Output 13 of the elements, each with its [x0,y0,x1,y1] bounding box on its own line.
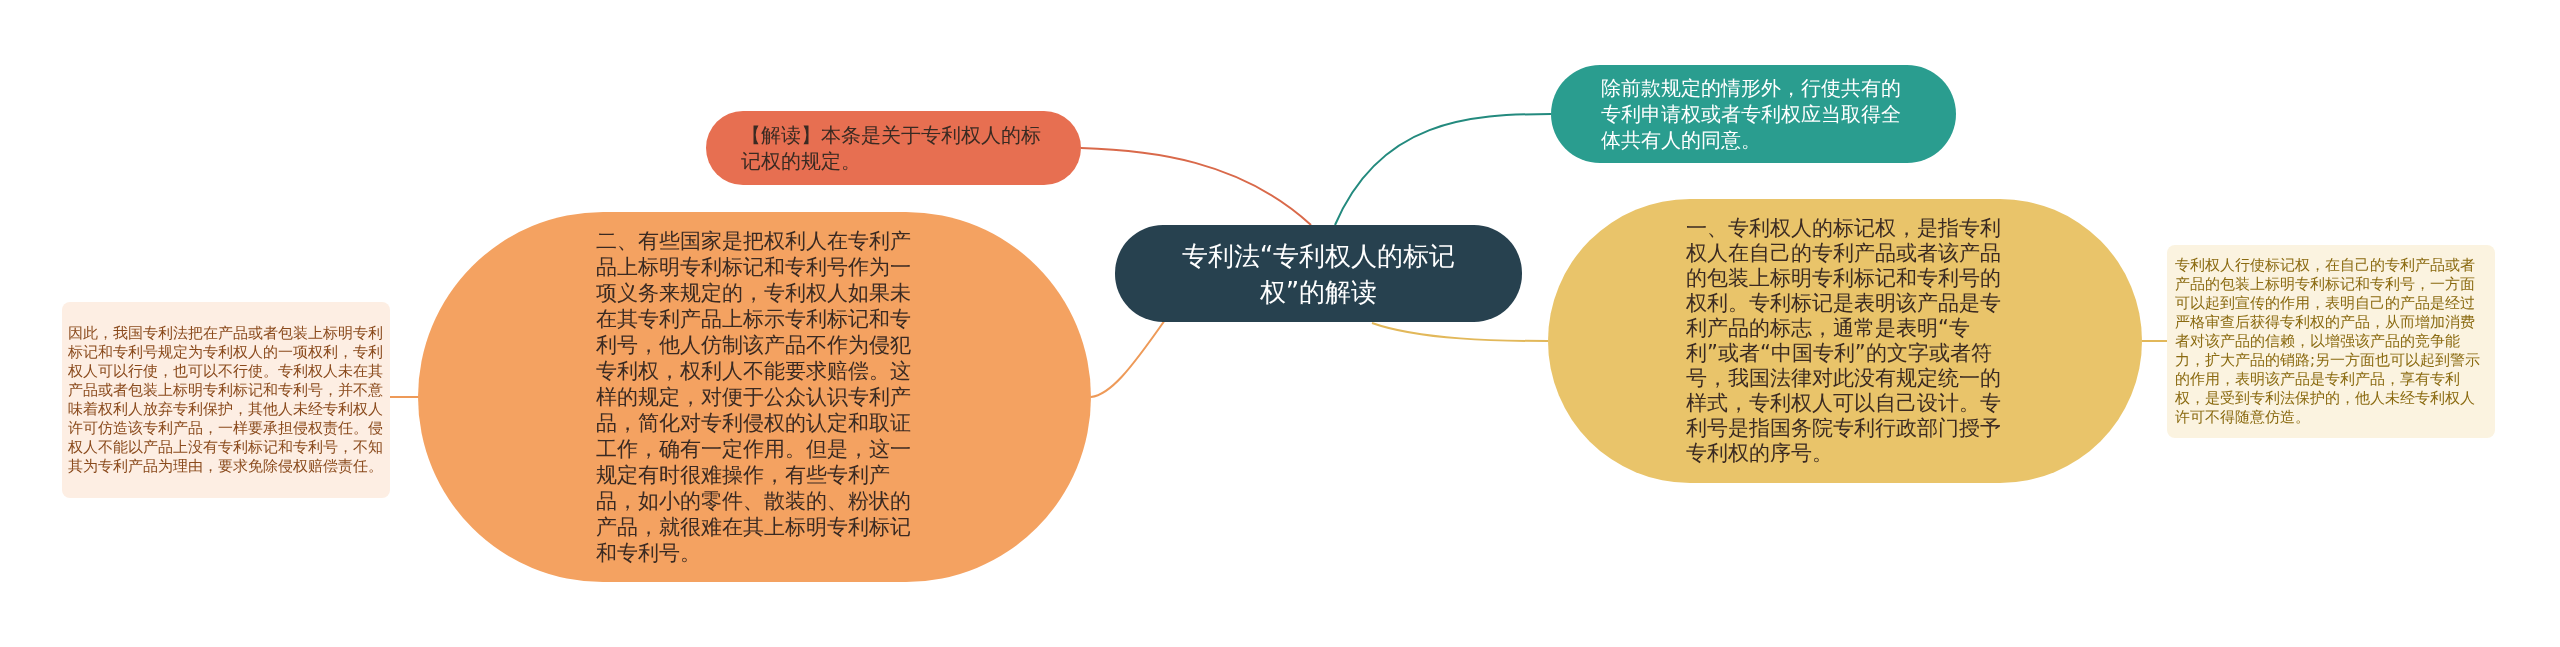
topic-box: 【解读】本条是关于专利权人的标记权的规定。 [706,111,1081,185]
connector-line [1080,147,1312,226]
topic-box: 二、有些国家是把权利人在专利产品上标明专利标记和专利号作为一项义务来规定的，专利权人如果未在其专利产品上标示专利标记和专利号，他人仿制该产品不作为侵犯专利权，权利人不能要求赔偿。这样的规定，对便于公众认识专利产品，简化对专利侵权的认定和取证工作，确有一定作用。但是，这一规定有时很难操作，有些专利产品，如小的零件、散装的、粉状的产品，就很难在其上标明专利标记和专利号。 [418,212,1091,582]
note-box: 专利权人行使标记权，在自己的专利产品或者产品的包装上标明专利标记和专利号，一方面可以起到宣传的作用，表明自己的产品是经过严格审查后获得专利权的产品，从而增加消费者对该产品的信赖，以增强该产品的竞争能力，扩大产品的销路;另一方面也可以起到警示的作用，表明该产品是专利产品，享有专利权，是受到专利法保护的，他人未经专利权人许可不得随意仿造。 [2167,245,2495,438]
connector-line [2141,340,2168,342]
connector-line [389,396,420,398]
central-topic-box: 专利法“专利权人的标记权”的解读 [1115,225,1522,322]
note-box: 因此，我国专利法把在产品或者包装上标明专利标记和专利号规定为专利权人的一项权利，专利权人可以行使，也可以不行使。专利权人未在其产品或者包装上标明专利标记和专利号，并不意味着权利人放弃专利保护，其他人未经专利权人许可仿造该专利产品，一样要承担侵权责任。侵权人不能以产品上没有专利标记和专利号，不知其为专利产品为理由，要求免除侵权赔偿责任。 [62,302,390,498]
connector-line [1090,319,1166,398]
topic-box: 除前款规定的情形外，行使共有的专利申请权或者专利权应当取得全体共有人的同意。 [1551,65,1956,163]
connector-line [1334,113,1552,226]
connector-line [1371,322,1549,342]
topic-box: 一、专利权人的标记权，是指专利权人在自己的专利产品或者该产品的包装上标明专利标记和专利号的权利。专利标记是表明该产品是专利产品的标志，通常是表明“专利”或者“中国专利”的文字或者符号，我国法律对此没有规定统一的样式，专利权人可以自己设计。专利号是指国务院专利行政部门授予专利权的序号。 [1548,199,2142,483]
